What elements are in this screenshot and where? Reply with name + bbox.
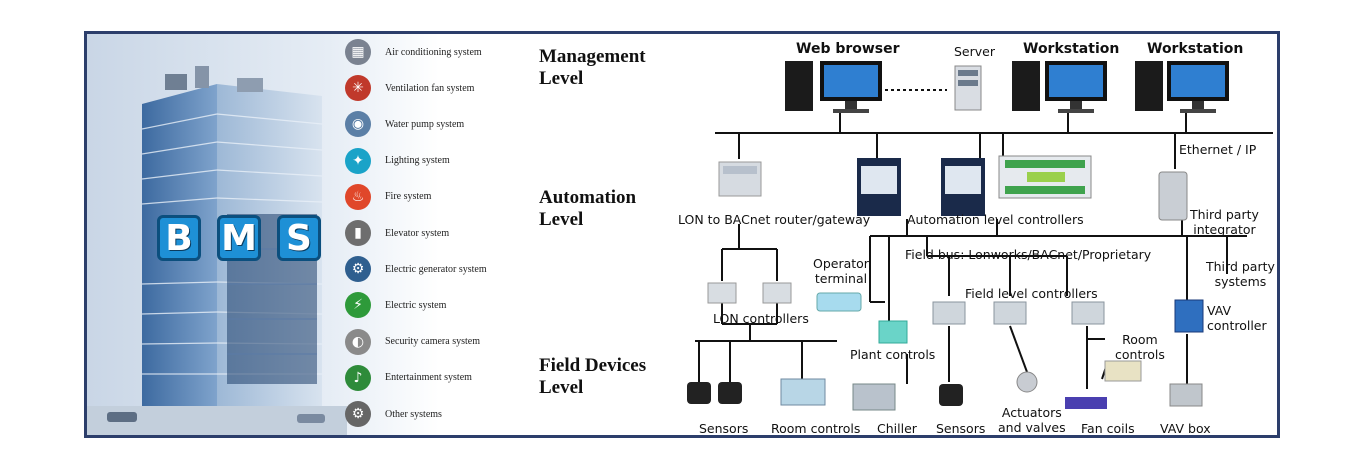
automation-controller-3-icon: [998, 155, 1092, 199]
workstation-2-label: Workstation: [1147, 41, 1244, 57]
system-item: ✳ Ventilation fan system: [345, 73, 474, 103]
bms-letter-m: M: [217, 215, 261, 261]
chiller-label: Chiller: [877, 421, 917, 436]
web-browser-computer-icon: [785, 61, 882, 113]
sensor-2-icon: [718, 382, 742, 404]
system-label: Water pump system: [385, 118, 465, 130]
system-item: ◐ Security camera system: [345, 327, 480, 357]
building-panel: B M S ▦ Air conditioning system ✳ Ventilati…: [87, 34, 527, 435]
system-item: ◉ Water pump system: [345, 109, 464, 139]
system-item: ♨ Fire system: [345, 182, 431, 212]
plug-icon: ⚡: [345, 292, 371, 319]
workstation-1-computer-icon: [1012, 61, 1107, 113]
system-item: ⚙ Electric generator system: [345, 254, 487, 284]
speaker-icon: ♪: [345, 364, 371, 391]
room-controls-right-icon: [1104, 360, 1142, 382]
network-lines: [687, 61, 1273, 411]
field-bus-label: Field bus: Lonworks/BACnet/Proprietary: [905, 247, 1152, 262]
system-label: Elevator system: [385, 227, 450, 239]
web-browser-label: Web browser: [796, 41, 900, 57]
server-icon: [954, 65, 982, 111]
actuator-icon: [1016, 371, 1038, 393]
system-label: Security camera system: [385, 336, 480, 348]
system-label: Lighting system: [385, 155, 450, 167]
automation-controllers-label: Automation level controllers: [907, 212, 1084, 227]
bms-letter-b: B: [157, 215, 201, 261]
system-item: ▮ Elevator system: [345, 218, 449, 248]
field-controller-1-icon: [932, 301, 966, 325]
system-label: Electric generator system: [385, 263, 487, 275]
light-bulb-icon: ✦: [345, 147, 371, 174]
system-item: ✦ Lighting system: [345, 146, 450, 176]
lon-router-icon: [718, 161, 762, 197]
security-camera-icon: ◐: [345, 328, 371, 355]
generator-icon: ⚙: [345, 256, 371, 283]
plant-controls-label: Plant controls: [850, 347, 936, 362]
vav-controller-icon: [1174, 299, 1204, 333]
system-label: Fire system: [385, 191, 432, 203]
gear-icon: ⚙: [345, 401, 371, 427]
third-party-integrator-icon: [1158, 171, 1188, 221]
water-pump-icon: ◉: [345, 111, 371, 138]
system-label: Entertainment system: [385, 372, 472, 384]
system-label: Air conditioning system: [385, 46, 482, 58]
sensors-right-label: Sensors: [936, 421, 986, 436]
workstation-2-computer-icon: [1135, 61, 1229, 113]
operator-terminal-icon: [816, 292, 862, 312]
bms-diagram-frame: B M S ▦ Air conditioning system ✳ Ventilati…: [84, 31, 1280, 438]
fan-coil-icon: [1065, 397, 1107, 409]
lon-bacnet-router-label: LON to BACnet router/gateway: [678, 212, 871, 227]
room-controls-left-icon: [780, 378, 826, 406]
ethernet-ip-label: Ethernet / IP: [1179, 142, 1257, 157]
system-item: ▦ Air conditioning system: [345, 37, 482, 67]
fan-icon: ✳: [345, 75, 371, 102]
system-label: Other systems: [385, 408, 442, 420]
fire-icon: ♨: [345, 183, 371, 210]
field-controller-3-icon: [1071, 301, 1105, 325]
bms-letter-s: S: [277, 215, 321, 261]
field-level-controllers-label: Field level controllers: [965, 286, 1098, 301]
room-controls-left-label: Room controls: [771, 421, 861, 436]
vav-box-label: VAV box: [1160, 421, 1211, 436]
sensor-3-icon: [939, 384, 963, 406]
fan-coils-label: Fan coils: [1081, 421, 1135, 436]
vav-box-icon: [1169, 383, 1203, 407]
lon-controllers-label: LON controllers: [713, 311, 809, 326]
system-label: Electric system: [385, 299, 447, 311]
system-label: Ventilation fan system: [385, 82, 475, 94]
lon-controller-1-icon: [707, 282, 737, 304]
automation-controller-2-icon: [941, 158, 985, 216]
sensor-1-icon: [687, 382, 711, 404]
plant-controls-icon: [878, 320, 908, 344]
system-item: ⚙ Other systems: [345, 399, 442, 429]
sensors-left-label: Sensors: [699, 421, 749, 436]
field-controller-2-icon: [993, 301, 1027, 325]
chiller-icon: [852, 383, 896, 411]
workstation-1-label: Workstation: [1023, 41, 1120, 57]
system-item: ♪ Entertainment system: [345, 363, 472, 393]
server-label: Server: [954, 44, 995, 59]
lon-controller-2-icon: [762, 282, 792, 304]
system-item: ⚡ Electric system: [345, 290, 446, 320]
elevator-icon: ▮: [345, 220, 371, 246]
air-conditioner-icon: ▦: [345, 39, 371, 65]
automation-controller-1-icon: [857, 158, 901, 216]
